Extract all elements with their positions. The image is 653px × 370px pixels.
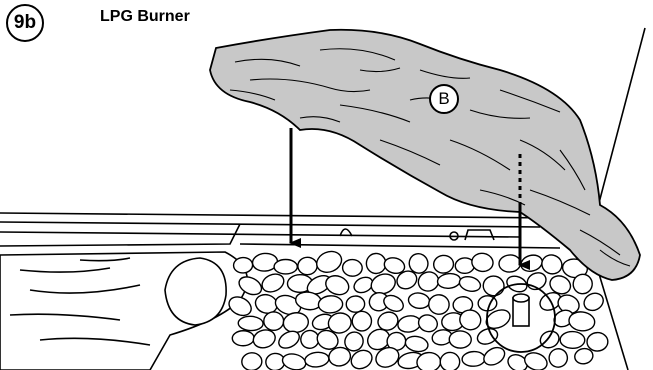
pebble [481,274,506,298]
pebble [560,331,585,348]
pebble [342,259,362,277]
pebble [428,294,450,315]
pebble [458,274,482,293]
pebble [241,352,262,370]
pebble [524,270,549,293]
pebble [475,326,500,347]
pebble [264,312,284,330]
pebble [351,310,372,332]
pebble [416,312,439,334]
pebble [433,254,455,274]
support-rod [595,28,645,218]
pebble [281,352,308,370]
pebble [274,260,297,274]
pebble [404,334,429,353]
figure-title: LPG Burner [100,8,190,26]
pebble [304,351,329,368]
pebble [346,296,365,313]
pebble [366,253,386,274]
pebble [282,311,309,334]
pebble [462,351,486,367]
pebble [437,272,461,289]
pebble [233,257,253,273]
pebble [471,252,495,273]
pebble [539,252,565,277]
part-label-b: B [429,84,459,114]
log-b [210,30,640,280]
burner-pin [513,294,529,326]
ember-pebbles [226,248,608,370]
pebble [313,248,344,276]
pebble [298,257,318,275]
pebble [538,328,562,350]
pebble [232,331,254,346]
pebble [587,332,608,351]
step-number-badge: 9b [6,4,44,42]
pebble [318,295,343,313]
pebble [449,331,472,349]
left-log [0,252,247,370]
pebble [238,316,263,331]
pebble [259,271,286,296]
pebble [440,352,461,370]
pebble [498,254,521,272]
pebble [407,292,430,310]
pebble [519,253,544,274]
pebble [546,346,570,370]
